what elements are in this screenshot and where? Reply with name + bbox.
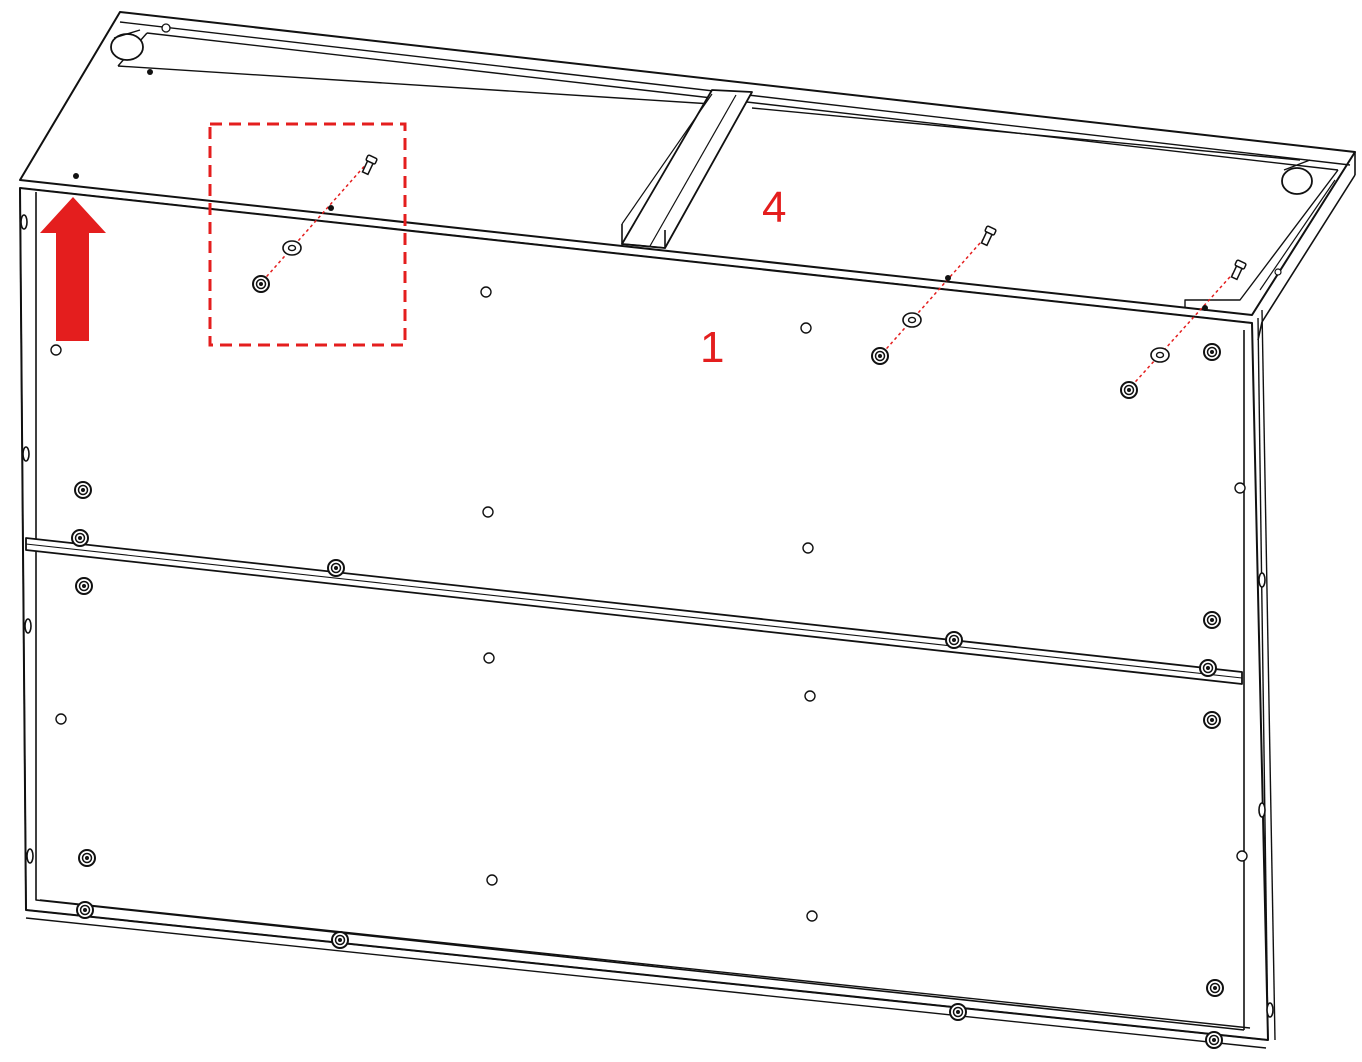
part-label-panel: 1: [700, 323, 724, 372]
fastener-assembly-right: [1120, 258, 1248, 399]
part-label-top-board: 4: [762, 183, 786, 232]
main-panel: [19, 187, 1276, 1049]
arrow-up-icon: [40, 197, 106, 341]
top-board: [19, 11, 1356, 341]
fastener-assembly-middle: [871, 224, 998, 365]
fastener-assembly-left: [252, 153, 379, 293]
detail-highlight-box: [208, 122, 407, 347]
edge-fasteners: [20, 214, 1274, 1018]
